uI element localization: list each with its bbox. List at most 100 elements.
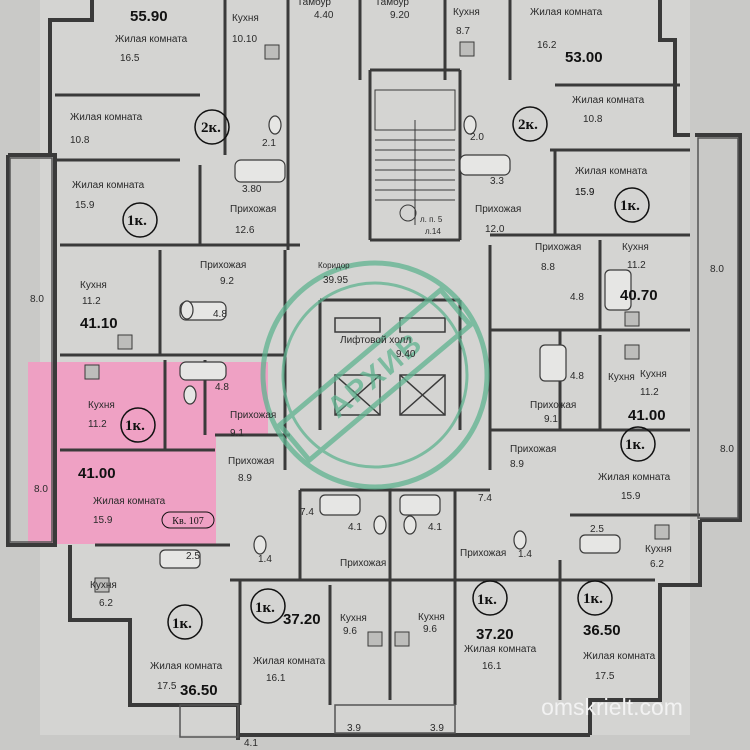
room-label: 41.10 xyxy=(80,315,118,332)
room-label: 36.50 xyxy=(180,682,218,699)
room-label: 15.9 xyxy=(621,491,641,502)
room-label: 12.0 xyxy=(485,224,505,235)
room-label: 17.5 xyxy=(157,681,177,692)
room-label: Тамбур xyxy=(375,0,409,8)
room-label: 7.4 xyxy=(300,507,314,518)
room-label: Прихожая xyxy=(200,260,246,271)
room-label: Жилая комната xyxy=(575,166,648,177)
room-label: 6.2 xyxy=(650,559,664,570)
room-label: 2к. xyxy=(201,120,221,136)
room-label: Кухня xyxy=(608,372,635,383)
loggias xyxy=(9,137,739,738)
outer-walls xyxy=(6,0,742,740)
room-label: 55.90 xyxy=(130,8,168,25)
room-label: 8.0 xyxy=(34,484,48,495)
room-label: 53.00 xyxy=(565,49,603,66)
room-label: 15.9 xyxy=(575,187,595,198)
room-label: Кухня xyxy=(90,580,117,591)
room-label: Прихожая xyxy=(230,410,276,421)
room-label: 10.8 xyxy=(70,135,90,146)
room-label: 11.2 xyxy=(88,419,107,430)
room-label: Жилая комната xyxy=(572,95,645,106)
room-label: 11.2 xyxy=(640,387,659,398)
room-label: 15.9 xyxy=(575,187,595,198)
room-label: Прихожая xyxy=(228,456,274,467)
room-label: 3.9 xyxy=(347,723,361,734)
room-label: 9.20 xyxy=(390,10,410,21)
room-label: Прихожая xyxy=(460,548,506,559)
room-label: 9.2 xyxy=(220,276,234,287)
room-label: 11.2 xyxy=(627,260,646,271)
room-label: 37.20 xyxy=(476,626,514,643)
room-label: Жилая комната xyxy=(72,180,145,191)
room-label: Прихожая xyxy=(535,242,581,253)
room-label: 41.00 xyxy=(78,465,116,482)
room-label: 4.40 xyxy=(314,10,334,21)
room-label: Жилая комната xyxy=(464,644,537,655)
room-label: 4.8 xyxy=(570,292,584,303)
room-label: 3.9 xyxy=(430,723,444,734)
room-label: 16.5 xyxy=(120,53,140,64)
bath-fixtures xyxy=(159,115,632,569)
room-label: 1к. xyxy=(583,591,603,607)
room-label: 2к. xyxy=(518,117,538,133)
room-label: 16.1 xyxy=(482,661,502,672)
room-label: 2.5 xyxy=(590,524,604,535)
room-label: Кухня xyxy=(88,400,115,411)
room-label: Жилая комната xyxy=(150,661,223,672)
room-label: 1к. xyxy=(255,600,275,616)
room-label: 39.95 xyxy=(323,275,348,286)
room-label: 1.4 xyxy=(258,554,272,565)
room-label: 4.8 xyxy=(570,371,584,382)
room-label: 1к. xyxy=(172,616,192,632)
room-label: Жилая комната xyxy=(70,112,143,123)
room-label: 8.9 xyxy=(238,473,252,484)
room-label: 16.2 xyxy=(537,40,557,51)
room-label: 4.8 xyxy=(213,309,227,320)
room-label: 36.50 xyxy=(583,622,621,639)
room-label: 1.4 xyxy=(518,549,532,560)
apartment-tag: Кв. 107 xyxy=(172,516,203,527)
room-label: 1к. xyxy=(127,213,147,229)
room-label: 11.2 xyxy=(82,296,101,307)
room-label: 17.5 xyxy=(595,671,615,682)
room-label: 9.1 xyxy=(544,414,558,425)
room-label: Кухня xyxy=(453,7,480,18)
room-label: 1к. xyxy=(477,592,497,608)
room-label: Жилая комната xyxy=(253,656,326,667)
room-label: 1к. xyxy=(620,198,640,214)
room-label: 40.70 xyxy=(620,287,658,304)
apartment-tag-box xyxy=(161,511,215,529)
room-label: 1к. xyxy=(625,437,645,453)
room-label: Коридор xyxy=(318,261,350,270)
room-label: 6.2 xyxy=(99,598,113,609)
room-label: Кухня xyxy=(232,13,259,24)
room-label: 15.9 xyxy=(75,200,95,211)
room-label: 3.3 xyxy=(490,176,504,187)
room-label: 16.1 xyxy=(266,673,286,684)
room-label: Кухня xyxy=(80,280,107,291)
room-label: 8.0 xyxy=(710,264,724,275)
room-label: 8.7 xyxy=(456,26,470,37)
room-label: Кухня xyxy=(645,544,672,555)
room-label: Тамбур xyxy=(297,0,331,8)
room-label: Жилая комната xyxy=(598,472,671,483)
room-label: 8.8 xyxy=(541,262,555,273)
interior-walls xyxy=(55,0,700,705)
room-label: 8.9 xyxy=(510,459,524,470)
site-name: omskrielt.com xyxy=(541,694,683,720)
room-label: л.14 xyxy=(425,227,441,236)
room-label: 4.1 xyxy=(244,738,258,749)
room-label: л. п. 5 xyxy=(420,215,443,224)
room-label: 10.10 xyxy=(232,34,257,45)
room-label: Прихожая xyxy=(475,204,521,215)
room-label: Жилая комната xyxy=(583,651,656,662)
room-type-circles xyxy=(120,106,656,640)
room-label: 41.00 xyxy=(628,407,666,424)
room-label: 12.6 xyxy=(235,225,255,236)
room-label: Прихожая xyxy=(340,558,386,569)
room-label: 2.0 xyxy=(470,132,484,143)
room-label: 4.1 xyxy=(428,522,442,533)
highlighted-apartment[interactable] xyxy=(28,362,268,544)
